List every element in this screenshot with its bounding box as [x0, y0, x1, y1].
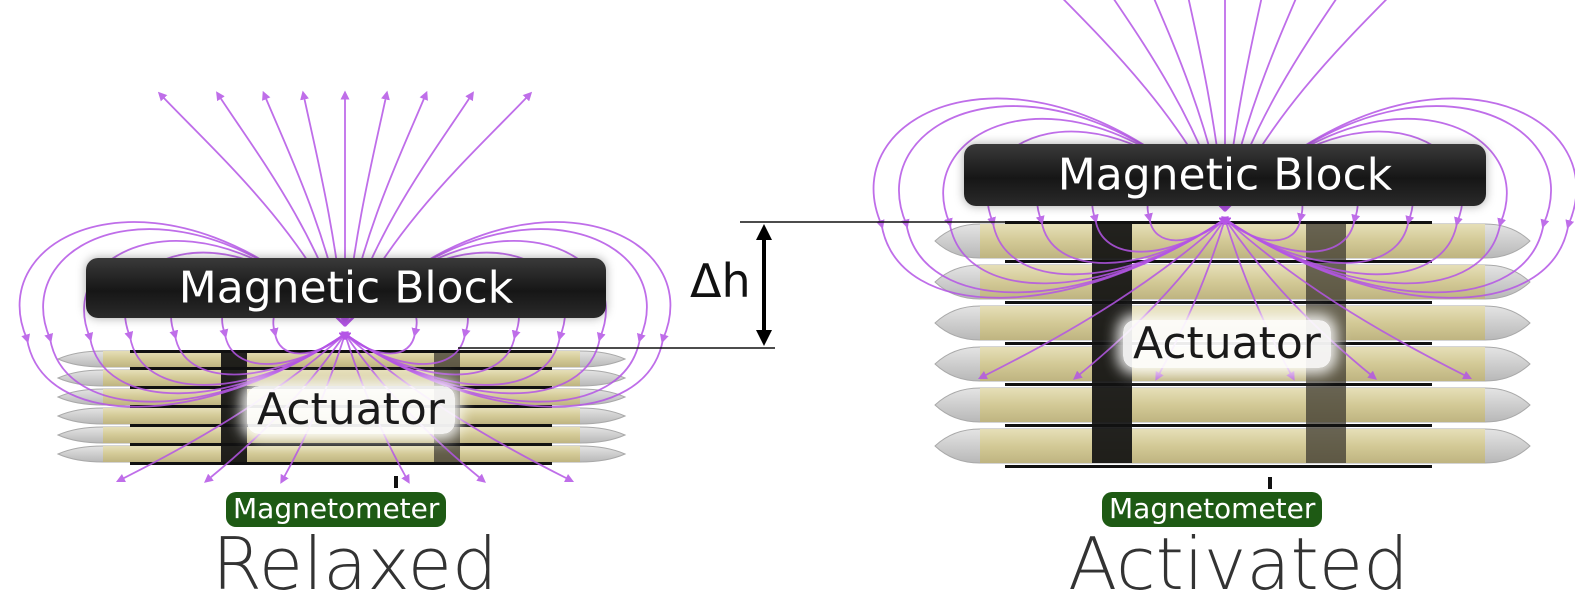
magnetic-block-relaxed: Magnetic Block: [86, 258, 606, 318]
delta-h-dimension: [458, 221, 1010, 349]
activated-layer-body: [980, 388, 1485, 422]
activated-field-line: [1221, 130, 1464, 276]
activated-field-line: [1073, 218, 1226, 380]
actuator-label-relaxed: Actuator: [247, 385, 455, 435]
magnetic-block-activated: Magnetic Block: [964, 144, 1486, 206]
magnetometer-badge-activated: Magnetometer: [1102, 492, 1323, 527]
panel-title-activated: Activated: [1068, 522, 1409, 606]
magnetometer-badge-relaxed: Magnetometer: [226, 492, 447, 527]
activated-field-line: [1224, 218, 1473, 380]
activated-field-line: [872, 97, 1229, 299]
activated-field-line: [977, 218, 1226, 380]
activated-layer-body: [980, 429, 1485, 463]
activated-field-line: [898, 105, 1229, 294]
relaxed-field-line: [83, 240, 349, 395]
activated-field-line: [986, 130, 1229, 276]
relaxed-field-line: [42, 228, 349, 403]
magnetic-block-label-activated: Magnetic Block: [1057, 149, 1393, 201]
actuator-stack-relaxed: [56, 350, 627, 488]
activated-field-line: [1221, 105, 1552, 294]
delta-h-label: Δh: [690, 254, 751, 308]
relaxed-field-line: [115, 333, 346, 483]
relaxed-field-line: [18, 221, 349, 408]
activated-field-line: [1224, 218, 1377, 380]
panel-title-relaxed: Relaxed: [212, 522, 498, 606]
magnetic-block-label-relaxed: Magnetic Block: [178, 262, 514, 314]
actuator-label-activated: Actuator: [1123, 319, 1331, 369]
activated-field-line: [1221, 97, 1575, 299]
relaxed-field-line: [341, 221, 672, 408]
relaxed-field-line: [341, 228, 648, 403]
relaxed-field-line: [341, 240, 607, 395]
